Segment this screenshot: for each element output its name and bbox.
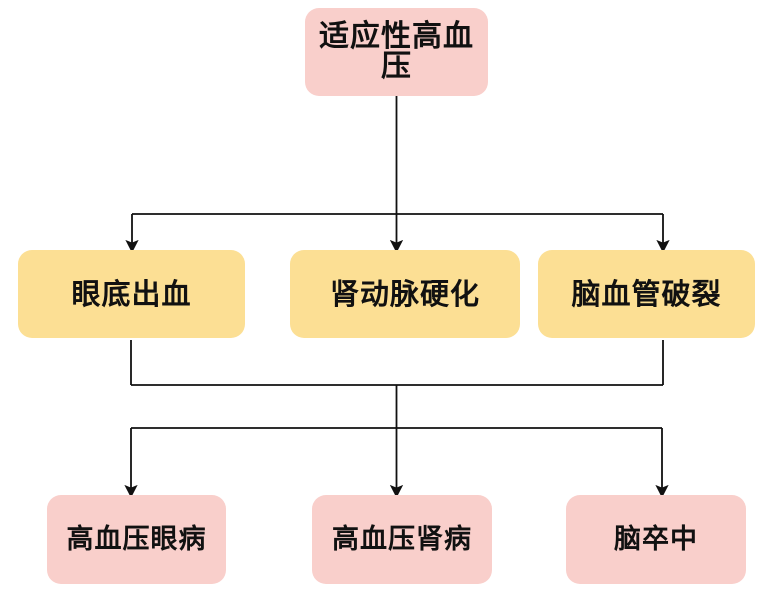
node-hypertensive-kidney-disease[interactable]: 高血压肾病 <box>312 495 492 584</box>
node-cerebral-vessel-rupture[interactable]: 脑血管破裂 <box>538 250 755 338</box>
node-fundus-hemorrhage[interactable]: 眼底出血 <box>18 250 245 338</box>
node-hypertensive-eye-disease[interactable]: 高血压眼病 <box>47 495 226 584</box>
node-stroke[interactable]: 脑卒中 <box>566 495 746 584</box>
node-renal-artery-sclerosis[interactable]: 肾动脉硬化 <box>290 250 520 338</box>
node-adaptive-hypertension[interactable]: 适应性高血压 <box>305 8 488 96</box>
